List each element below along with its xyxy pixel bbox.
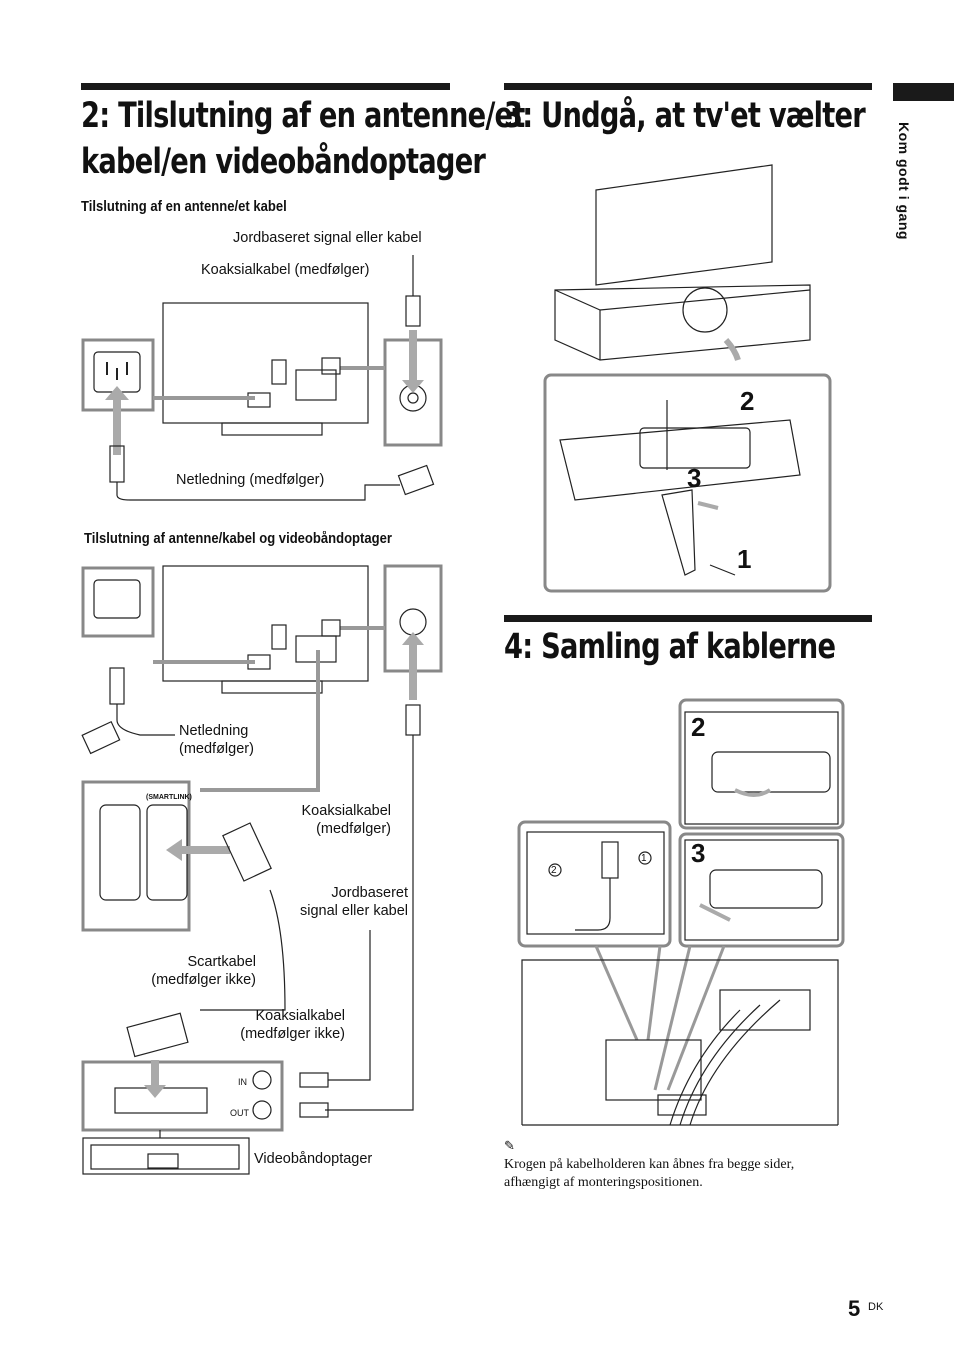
step-a3: 3: [687, 463, 702, 493]
label-scart-cable: Scartkabel(medfølger ikke): [151, 954, 256, 988]
section-2-title-line2: kabel/en videobåndoptager: [81, 142, 486, 182]
section-2-rule: [81, 83, 450, 90]
label-coax-cable-3: Koaksialkabel(medfølger ikke): [240, 1008, 345, 1042]
step-a2: 2: [740, 386, 755, 416]
side-tab-bar: [893, 83, 954, 101]
section-4-rule: [504, 615, 872, 622]
step-c1: 1: [641, 853, 647, 864]
section-4-title: 4: Samling af kablerne: [504, 627, 836, 667]
note-text: Krogen på kabelholderen kan åbnes fra be…: [504, 1157, 795, 1190]
subsection-antenna-title: Tilslutning af en antenne/et kabel: [81, 199, 287, 215]
label-vcr: Videobåndoptager: [254, 1151, 373, 1167]
side-tab-label: Kom godt i gang: [896, 122, 912, 240]
note-pencil-icon: ✎: [504, 1138, 515, 1153]
section-2-title-line1: 2: Tilslutning af en antenne/et: [81, 96, 525, 136]
page-number: 5: [848, 1296, 861, 1321]
step-b2: 2: [691, 712, 706, 742]
section-3-title: 3: Undgå, at tv'et vælter: [504, 96, 866, 136]
step-c2: 2: [551, 865, 557, 876]
section-3-rule: [504, 83, 872, 90]
label-mains-lead: Netledning (medfølger): [176, 472, 325, 488]
label-coax-cable: Koaksialkabel (medfølger): [201, 262, 370, 278]
label-out: OUT: [230, 1108, 249, 1118]
label-smartlink: (SMARTLINK): [146, 794, 192, 801]
subsection-vcr-title: Tilslutning af antenne/kabel og videobån…: [84, 531, 392, 547]
page-number-suffix: DK: [868, 1301, 884, 1313]
step-b3: 3: [691, 838, 706, 868]
label-terrestrial-signal: Jordbaseret signal eller kabel: [233, 230, 422, 246]
step-a1: 1: [737, 544, 752, 574]
label-in: IN: [238, 1077, 247, 1087]
label-coax-cable-2: Koaksialkabel(medfølger): [301, 803, 391, 837]
label-mains-lead-2: Netledning(medfølger): [179, 723, 254, 757]
